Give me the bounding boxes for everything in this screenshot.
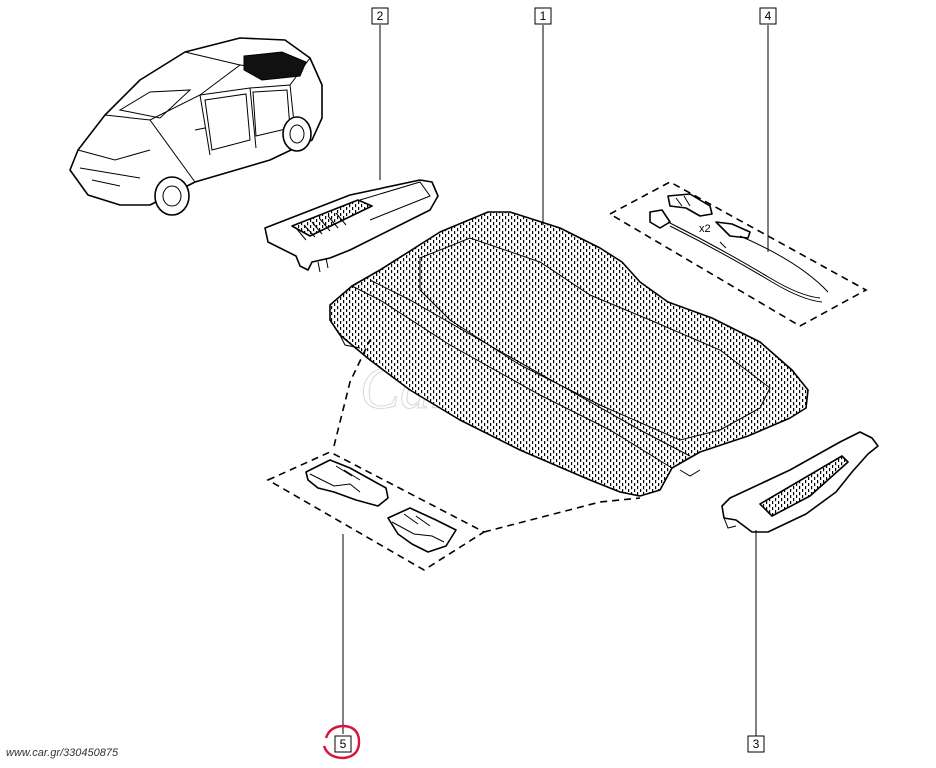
callout-4-label: 4 (765, 9, 772, 23)
callout-5-label: 5 (340, 737, 347, 751)
part-1-parcel-shelf (329, 211, 809, 497)
callout-4[interactable]: 4 (759, 7, 777, 25)
quantity-multiplier: x2 (699, 223, 711, 235)
callout-1[interactable]: 1 (534, 7, 552, 25)
part-2-side-trim (264, 179, 439, 273)
callout-2[interactable]: 2 (371, 7, 389, 25)
callout-3-label: 3 (753, 737, 760, 751)
watermark-url: www.car.gr/330450875 (6, 747, 119, 759)
callout-5[interactable]: 5 (322, 724, 361, 760)
part-3-right-trim (721, 431, 879, 533)
car-illustration (69, 37, 323, 216)
callout-3[interactable]: 3 (747, 735, 765, 753)
callout-2-label: 2 (377, 9, 384, 23)
callout-1-label: 1 (540, 9, 547, 23)
highlight-circle (322, 724, 361, 760)
part-5-clip-kit (266, 339, 641, 571)
part-4-strap-kit: x2 (608, 181, 868, 327)
